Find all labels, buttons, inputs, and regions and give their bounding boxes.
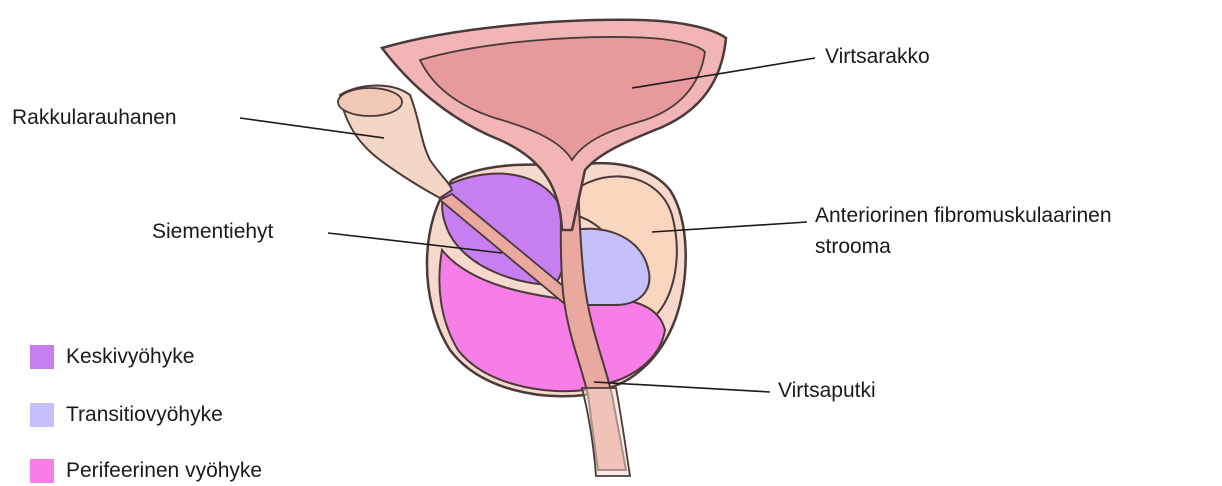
legend-label: Transitiovyöhyke bbox=[66, 403, 223, 427]
seminal-vesicle-tip-shape bbox=[338, 88, 402, 116]
label-anterior-stroma-line1: Anteriorinen fibromuskulaarinen bbox=[815, 203, 1112, 229]
label-urethra: Virtsaputki bbox=[778, 378, 876, 404]
urethra-leader-line bbox=[594, 382, 770, 392]
legend-swatch bbox=[30, 459, 54, 483]
label-bladder: Virtsarakko bbox=[825, 44, 930, 70]
legend-swatch bbox=[30, 403, 54, 427]
label-seminal-vesicle: Rakkularauhanen bbox=[12, 105, 177, 131]
label-anterior-stroma-line2: strooma bbox=[815, 234, 891, 260]
legend-central-zone: Keskivyöhyke bbox=[30, 344, 194, 370]
legend-label: Keskivyöhyke bbox=[66, 345, 194, 369]
legend-peripheral-zone: Perifeerinen vyöhyke bbox=[30, 458, 262, 484]
label-ejaculatory-duct: Siementiehyt bbox=[152, 219, 273, 245]
legend-transition-zone: Transitiovyöhyke bbox=[30, 402, 223, 428]
urethra-sleeve bbox=[582, 388, 630, 476]
legend-label: Perifeerinen vyöhyke bbox=[66, 459, 262, 483]
bladder-inner-shape bbox=[420, 37, 705, 160]
legend-swatch bbox=[30, 345, 54, 369]
